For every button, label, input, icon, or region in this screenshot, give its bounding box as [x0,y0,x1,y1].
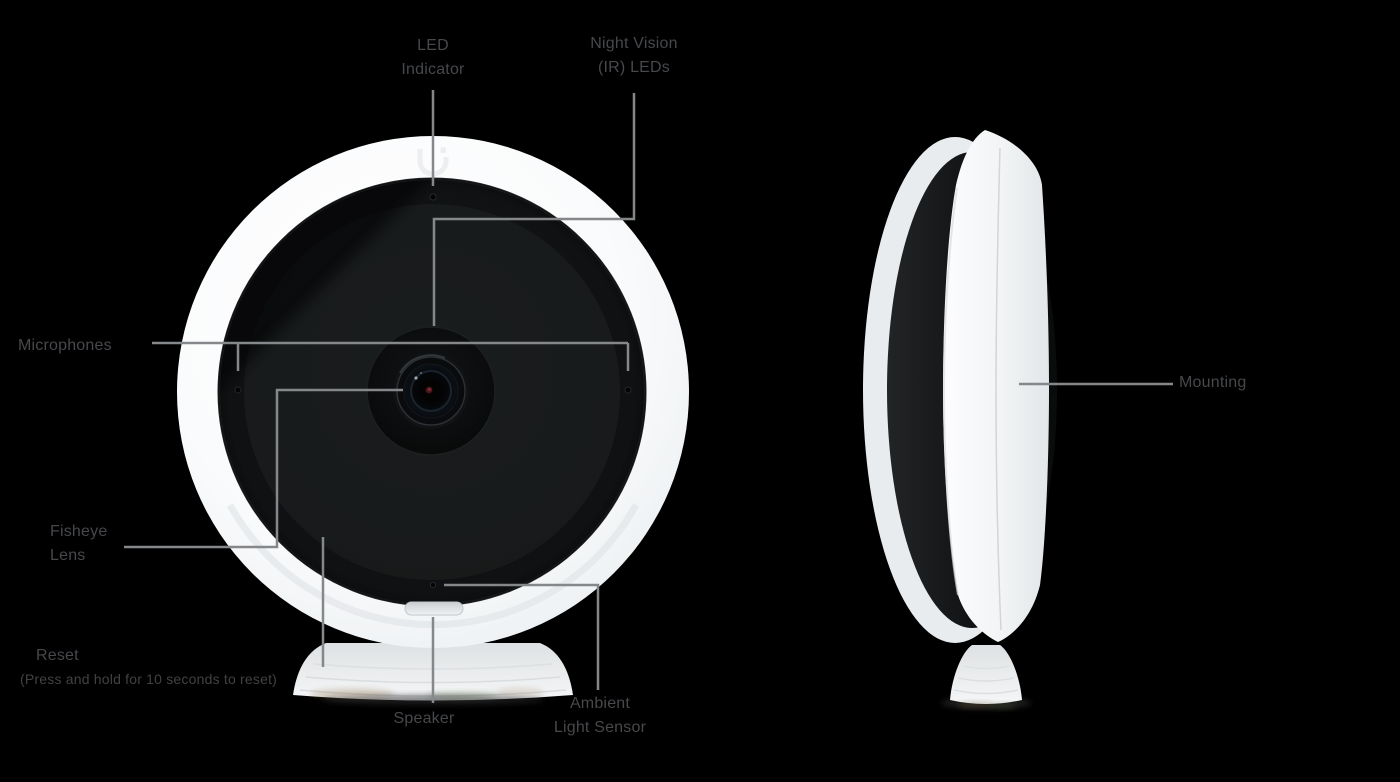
speaker-slot [404,601,464,616]
label-line: Microphones [18,337,112,354]
callout-line-night-vision [432,93,636,326]
microphone-hole-right [624,386,632,394]
front-view [177,136,689,705]
label-line: (Press and hold for 10 seconds to reset) [20,671,278,687]
microphone-hole-left [234,386,242,394]
ambient-light-sensor-hole [429,582,436,589]
callout-line-ambient [444,583,600,690]
side-mic-hole [920,347,926,353]
led-indicator-hole [429,193,437,201]
label-line: Reset [36,647,79,664]
callout-label-speaker: Speaker [334,707,514,731]
label-line: LED [417,37,449,54]
callout-label-ambient-light-sensor: Ambient Light Sensor [510,692,690,740]
callout-label-mounting: Mounting [1179,371,1246,395]
label-line: Mounting [1179,374,1247,391]
label-line: Ambient [569,695,631,712]
label-line: Night Vision [590,35,678,52]
label-line: Speaker [393,710,455,727]
callout-label-fisheye-lens: Fisheye Lens [50,520,107,568]
label-line: Light Sensor [553,719,647,736]
callout-label-microphones: Microphones [18,334,112,358]
label-line: Indicator [401,61,465,78]
side-mount-foot [941,645,1031,709]
callout-lines [124,90,1173,703]
callout-label-reset-button: Reset (Press and hold for 10 seconds to … [20,644,277,690]
label-line: (IR) LEDs [597,59,671,76]
callout-line-lens [124,388,403,549]
side-view [863,130,1057,709]
callout-label-night-vision-leds: Night Vision (IR) LEDs [534,32,734,80]
label-line: Fisheye [50,523,108,540]
label-line: Lens [50,547,86,564]
fisheye-lens [366,326,496,456]
callout-label-led-indicator: LED Indicator [333,34,533,82]
